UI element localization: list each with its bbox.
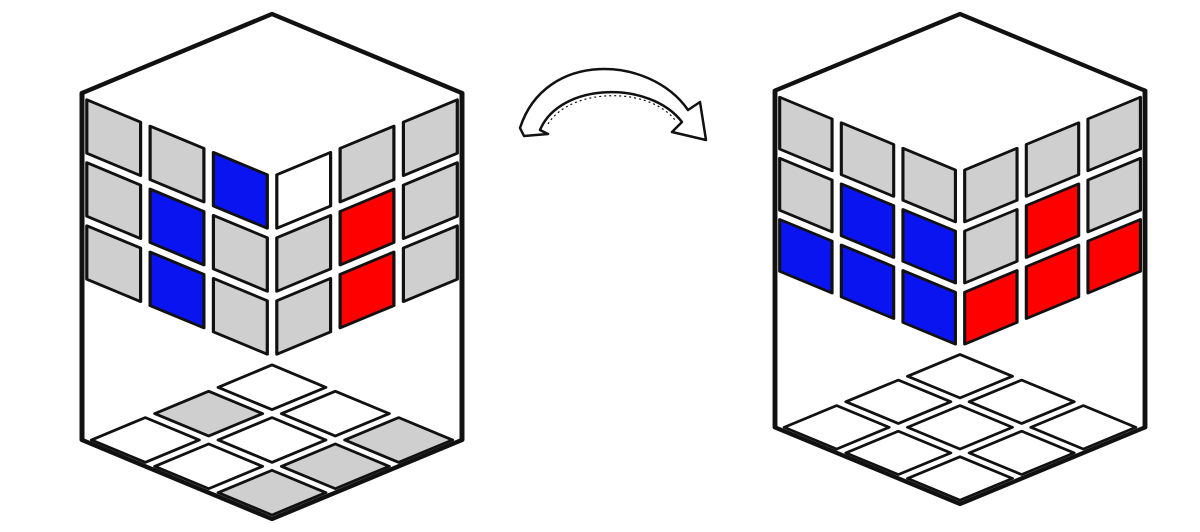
cube-after-left-sticker-1-1 — [839, 182, 896, 259]
cube-before-left-sticker-1-0 — [85, 161, 143, 240]
cube-before-top-sticker-1-1 — [216, 416, 328, 464]
cube-before-left-sticker-1-1 — [148, 187, 206, 267]
cube-after-top-sticker-1-2 — [967, 429, 1076, 476]
cube-after-right-sticker-2-0 — [963, 269, 1019, 346]
cube-after-left-sticker-0-2 — [901, 146, 957, 224]
cube-before-left-sticker-0-0 — [85, 98, 143, 178]
cube-after-top-sticker-0-1 — [967, 378, 1076, 425]
cube-after-left-sticker-2-0 — [778, 218, 834, 295]
cube-before-right-sticker-0-0 — [275, 150, 333, 230]
cube-after-left-sticker-2-1 — [839, 243, 896, 320]
cube-before-right-sticker-2-2 — [401, 224, 459, 304]
cube-after-top-sticker-0-0 — [906, 353, 1014, 400]
cube-after-right-sticker-1-2 — [1086, 156, 1142, 234]
cube-before-left-sticker-2-0 — [85, 224, 143, 304]
cube-after-top-sticker-2-1 — [844, 429, 953, 476]
cube-before-left-sticker-0-1 — [148, 124, 206, 204]
cube-before-top-sticker-0-0 — [216, 363, 328, 412]
cube-after-right-sticker-1-0 — [963, 208, 1019, 285]
cube-after-top-sticker-2-0 — [782, 404, 891, 451]
cube-after-left-sticker-2-2 — [901, 269, 957, 346]
cube-before-top-sticker-1-0 — [153, 389, 265, 438]
cube-before-top-sticker-1-2 — [279, 442, 391, 491]
cube-before-right-sticker-1-2 — [401, 161, 459, 240]
cube-after-left-sticker-1-0 — [778, 156, 834, 234]
cube-before-left-sticker-2-2 — [211, 276, 269, 356]
cube-before-top-sticker-0-2 — [343, 416, 455, 464]
cube-after-left-sticker-0-0 — [778, 95, 834, 173]
cube-after-right-sticker-2-1 — [1024, 243, 1081, 320]
cube-before-move — [79, 11, 465, 522]
cube-before-right-sticker-2-1 — [338, 250, 396, 330]
cube-after-top-sticker-0-2 — [1029, 404, 1138, 451]
cube-before-left-sticker-1-2 — [211, 214, 269, 293]
cube-before-top-sticker-0-1 — [279, 389, 391, 438]
cube-before-right-sticker-0-1 — [338, 124, 396, 204]
cube-before-left-sticker-0-2 — [211, 150, 269, 230]
cube-before-right-sticker-0-2 — [401, 98, 459, 178]
curved-rotate-arrow-icon — [518, 67, 708, 142]
cube-after-right-sticker-2-2 — [1086, 218, 1142, 295]
cube-after-right-sticker-0-1 — [1024, 121, 1081, 198]
cube-before-right-sticker-2-0 — [275, 276, 333, 356]
cube-after-right-sticker-1-1 — [1024, 182, 1081, 259]
cube-after-top-sticker-1-1 — [906, 404, 1014, 451]
cube-after-left-sticker-1-2 — [901, 208, 957, 285]
cube-before-top-sticker-2-0 — [89, 416, 201, 464]
cube-before-right-sticker-1-1 — [338, 187, 396, 267]
cube-before-outline — [79, 11, 465, 522]
cube-after-top-sticker-2-2 — [906, 455, 1014, 502]
cube-before-left-sticker-2-1 — [148, 250, 206, 330]
cube-before-top-sticker-2-1 — [153, 442, 265, 491]
cube-after-top-sticker-1-0 — [844, 378, 953, 425]
cube-before-top-sticker-2-2 — [216, 468, 328, 517]
cube-after-outline — [772, 11, 1148, 507]
cube-after-right-sticker-0-2 — [1086, 95, 1142, 173]
cube-after-right-sticker-0-0 — [963, 146, 1019, 224]
cube-after-move — [772, 11, 1148, 507]
cube-before-right-sticker-1-0 — [275, 214, 333, 293]
cube-after-left-sticker-0-1 — [839, 121, 896, 198]
